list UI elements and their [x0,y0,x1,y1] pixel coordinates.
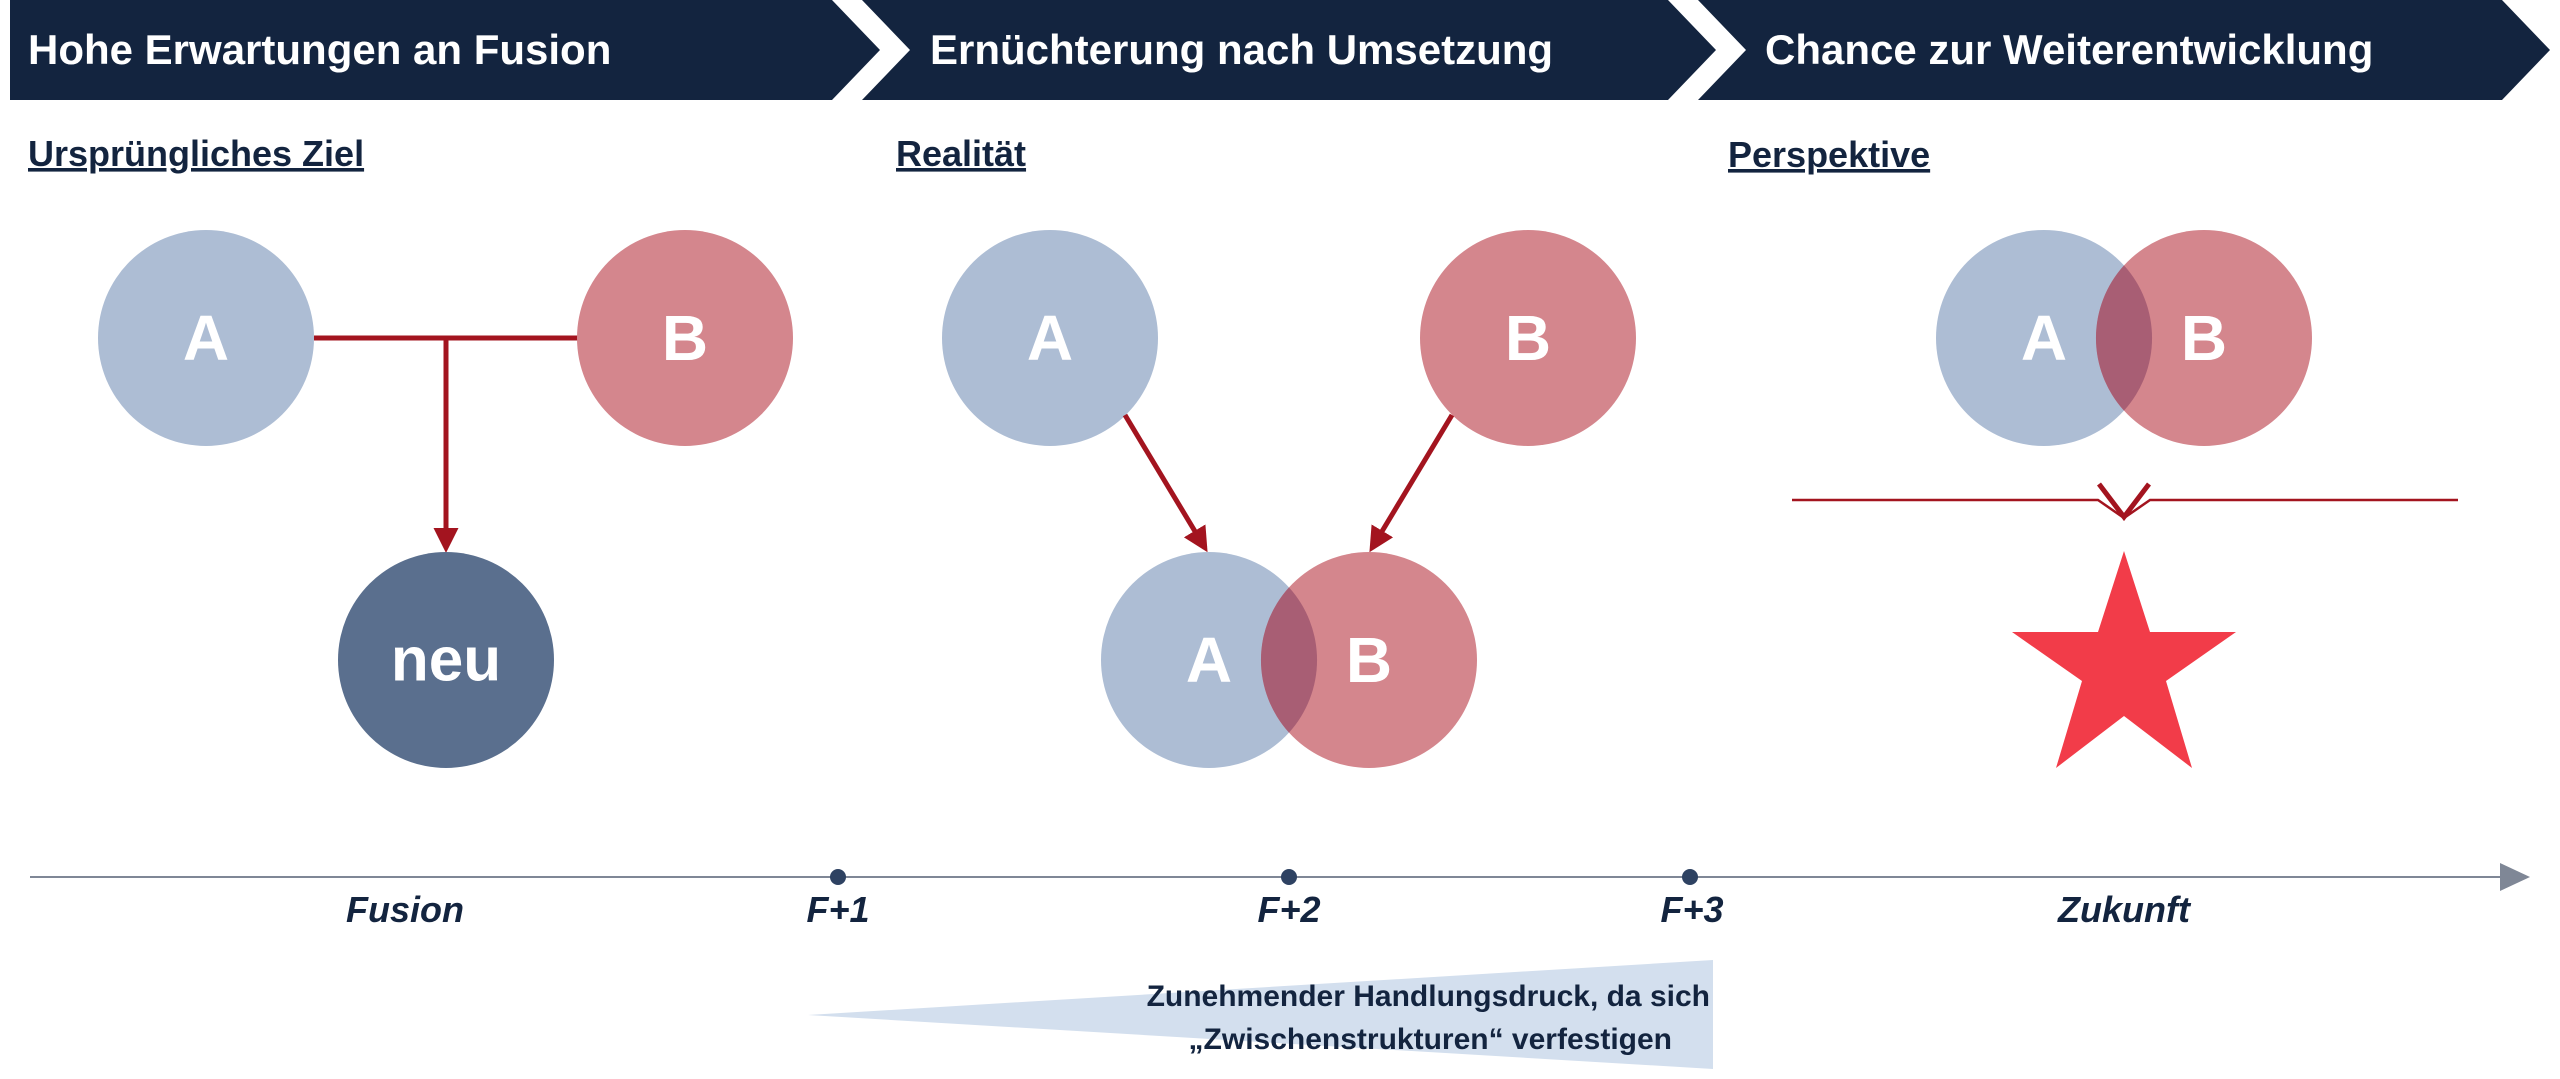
perspective-circle-b [2096,230,2312,446]
chevron-step-3 [1698,0,2550,100]
header-chevrons: Hohe Erwartungen an Fusion Ernüchterung … [10,0,2550,100]
timeline-label-future: Zukunft [2057,889,2192,930]
star-icon [2012,551,2236,768]
goal-label-a: A [183,302,229,374]
timeline-label-fusion: Fusion [346,889,464,930]
header-step-3-label: Chance zur Weiterentwicklung [1765,26,2373,73]
section-title-reality: Realität [896,133,1026,174]
timeline-label-f3: F+3 [1660,889,1723,930]
timeline: Fusion F+1 F+2 F+3 Zukunft [30,863,2530,930]
goal-circle-a [98,230,314,446]
header-step-1-label: Hohe Erwartungen an Fusion [28,26,611,73]
goal-label-neu: neu [391,626,501,695]
timeline-dot-f1 [830,869,846,885]
chevron-step-1 [10,0,880,100]
goal-label-b: B [662,302,708,374]
perspective-diagram: A B [1792,230,2458,768]
section-title-perspective: Perspektive [1728,134,1930,175]
reality-circle-a-merged [1101,552,1317,768]
reality-circle-b-merged [1261,552,1477,768]
reality-label-a-top: A [1027,302,1073,374]
reality-label-a-merged: A [1186,624,1232,696]
reality-circle-a-top [942,230,1158,446]
pressure-wedge: Zunehmender Handlungsdruck, da sich „Zwi… [808,960,1713,1069]
arrow-b-to-merged [1369,413,1455,553]
section-title-goal: Ursprüngliches Ziel [28,133,364,174]
goal-circle-neu [338,552,554,768]
header-step-2-label: Ernüchterung nach Umsetzung [930,26,1553,73]
timeline-label-f2: F+2 [1257,889,1320,930]
perspective-overlap [2095,265,2153,411]
reality-overlap [1260,587,1318,733]
reality-diagram: A B A B [942,230,1636,768]
reality-label-b-top: B [1505,302,1551,374]
reality-circle-b-top [1420,230,1636,446]
timeline-dot-f2 [1281,869,1297,885]
perspective-circle-a [1936,230,2152,446]
perspective-label-a: A [2021,302,2067,374]
chevron-down-icon [2097,482,2151,522]
timeline-arrowhead [2500,863,2530,891]
reality-label-b-merged: B [1346,624,1392,696]
goal-circle-b [577,230,793,446]
timeline-label-f1: F+1 [806,889,869,930]
arrow-a-to-merged [1122,413,1208,553]
pressure-text-line-2: „Zwischenstrukturen“ verfestigen [1189,1023,1672,1056]
timeline-dot-f3 [1682,869,1698,885]
chevron-step-2 [862,0,1716,100]
goal-diagram: A B neu [98,230,793,768]
perspective-label-b: B [2181,302,2227,374]
pressure-text-line-1: Zunehmender Handlungsdruck, da sich [1147,980,1710,1013]
pressure-wedge-shape [808,960,1713,1069]
